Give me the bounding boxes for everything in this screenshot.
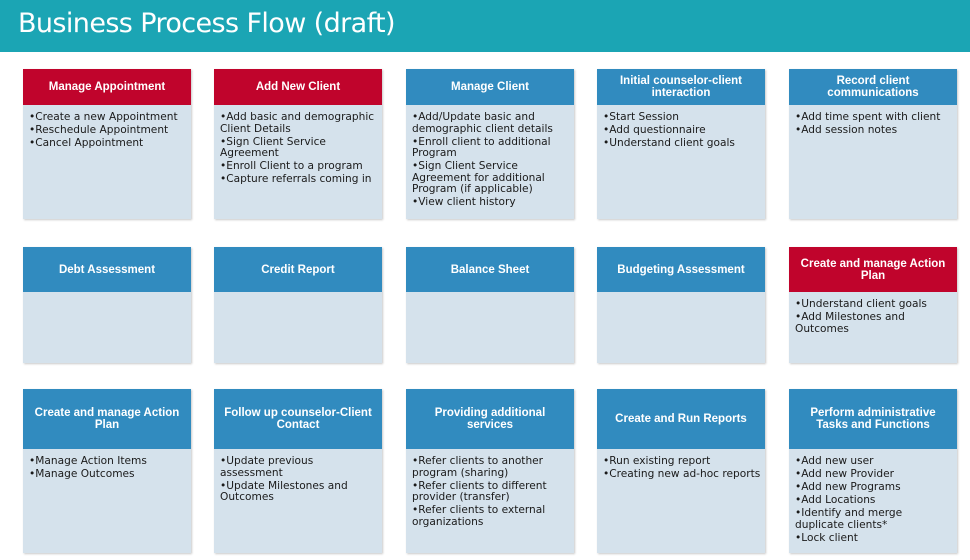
process-card: Follow up counselor-Client ContactUpdate… <box>214 389 382 553</box>
process-card: Add New ClientAdd basic and demographic … <box>214 69 382 219</box>
bullet-item: Manage Action Items <box>29 455 187 468</box>
bullet-item: Add time spent with client <box>795 111 953 124</box>
bullet-item: Add basic and demographic Client Details <box>220 111 378 135</box>
bullet-item: Refer clients to different provider (tra… <box>412 480 570 504</box>
process-card-title: Perform administrative Tasks and Functio… <box>789 389 957 449</box>
process-card: Budgeting Assessment <box>597 247 765 363</box>
process-card: Initial counselor-client interactionStar… <box>597 69 765 219</box>
bullet-item: Add/Update basic and demographic client … <box>412 111 570 135</box>
bullet-list: Run existing reportCreating new ad-hoc r… <box>603 455 761 481</box>
bullet-item: Start Session <box>603 111 761 124</box>
bullet-item: View client history <box>412 196 570 209</box>
process-card-title: Credit Report <box>214 247 382 292</box>
bullet-item: Reschedule Appointment <box>29 124 187 137</box>
bullet-item: Create a new Appointment <box>29 111 187 124</box>
bullet-list: Add basic and demographic Client Details… <box>220 111 378 186</box>
bullet-list: Start SessionAdd questionnaireUnderstand… <box>603 111 761 150</box>
bullet-item: Add new Provider <box>795 468 953 481</box>
bullet-item: Cancel Appointment <box>29 137 187 150</box>
process-card-body: Add basic and demographic Client Details… <box>220 111 378 187</box>
process-card-title: Manage Client <box>406 69 574 105</box>
bullet-item: Add questionnaire <box>603 124 761 137</box>
bullet-item: Add Locations <box>795 494 953 507</box>
bullet-item: Update Milestones and Outcomes <box>220 480 378 504</box>
process-card-body: Add new userAdd new ProviderAdd new Prog… <box>795 455 953 546</box>
bullet-list: Add/Update basic and demographic client … <box>412 111 570 209</box>
process-card-title: Create and manage Action Plan <box>23 389 191 449</box>
process-card-body: Start SessionAdd questionnaireUnderstand… <box>603 111 761 151</box>
bullet-item: Add Milestones and Outcomes <box>795 311 953 335</box>
bullet-item: Manage Outcomes <box>29 468 187 481</box>
process-card: Manage ClientAdd/Update basic and demogr… <box>406 69 574 219</box>
bullet-list: Update previous assessmentUpdate Milesto… <box>220 455 378 504</box>
bullet-list: Manage Action ItemsManage Outcomes <box>29 455 187 481</box>
process-card-body: Create a new AppointmentReschedule Appoi… <box>29 111 187 151</box>
process-card-body: Add/Update basic and demographic client … <box>412 111 570 210</box>
bullet-item: Refer clients to another program (sharin… <box>412 455 570 479</box>
process-card-title: Providing additional services <box>406 389 574 449</box>
process-card: Record client communicationsAdd time spe… <box>789 69 957 219</box>
process-card-title: Create and Run Reports <box>597 389 765 449</box>
process-card-body: Run existing reportCreating new ad-hoc r… <box>603 455 761 482</box>
process-card-title: Add New Client <box>214 69 382 105</box>
process-card: Balance Sheet <box>406 247 574 363</box>
bullet-item: Sign Client Service Agreement for additi… <box>412 160 570 196</box>
process-card-title: Record client communications <box>789 69 957 105</box>
bullet-item: Creating new ad-hoc reports <box>603 468 761 481</box>
bullet-item: Lock client <box>795 532 953 545</box>
process-card-body: Manage Action ItemsManage Outcomes <box>29 455 187 482</box>
process-card-title: Manage Appointment <box>23 69 191 105</box>
process-card: Perform administrative Tasks and Functio… <box>789 389 957 553</box>
bullet-item: Add new user <box>795 455 953 468</box>
process-card-body: Update previous assessmentUpdate Milesto… <box>220 455 378 505</box>
process-card: Debt Assessment <box>23 247 191 363</box>
bullet-item: Enroll Client to a program <box>220 160 378 173</box>
bullet-item: Identify and merge duplicate clients* <box>795 507 953 531</box>
bullet-item: Run existing report <box>603 455 761 468</box>
process-card-body: Refer clients to another program (sharin… <box>412 455 570 530</box>
process-card: Create and Run ReportsRun existing repor… <box>597 389 765 553</box>
process-card: Create and manage Action PlanManage Acti… <box>23 389 191 553</box>
process-card-title: Budgeting Assessment <box>597 247 765 292</box>
bullet-list: Add time spent with clientAdd session no… <box>795 111 953 137</box>
process-card-title: Follow up counselor-Client Contact <box>214 389 382 449</box>
bullet-item: Sign Client Service Agreement <box>220 136 378 160</box>
bullet-item: Capture referrals coming in <box>220 173 378 186</box>
process-card-title: Debt Assessment <box>23 247 191 292</box>
process-card: Credit Report <box>214 247 382 363</box>
bullet-item: Add session notes <box>795 124 953 137</box>
bullet-item: Update previous assessment <box>220 455 378 479</box>
bullet-list: Understand client goalsAdd Milestones an… <box>795 298 953 335</box>
process-card-title: Initial counselor-client interaction <box>597 69 765 105</box>
process-card: Providing additional servicesRefer clien… <box>406 389 574 553</box>
process-card-title: Balance Sheet <box>406 247 574 292</box>
bullet-item: Understand client goals <box>603 137 761 150</box>
title-bar: Business Process Flow (draft) <box>0 0 970 52</box>
bullet-item: Refer clients to external organizations <box>412 504 570 528</box>
process-card-title: Create and manage Action Plan <box>789 247 957 292</box>
bullet-item: Understand client goals <box>795 298 953 311</box>
bullet-item: Add new Programs <box>795 481 953 494</box>
process-card: Manage AppointmentCreate a new Appointme… <box>23 69 191 219</box>
bullet-list: Refer clients to another program (sharin… <box>412 455 570 528</box>
process-card-body: Understand client goalsAdd Milestones an… <box>795 298 953 337</box>
bullet-item: Enroll client to additional Program <box>412 136 570 160</box>
process-card: Create and manage Action PlanUnderstand … <box>789 247 957 363</box>
page-title: Business Process Flow (draft) <box>18 8 396 39</box>
process-card-body: Add time spent with clientAdd session no… <box>795 111 953 138</box>
bullet-list: Create a new AppointmentReschedule Appoi… <box>29 111 187 150</box>
bullet-list: Add new userAdd new ProviderAdd new Prog… <box>795 455 953 545</box>
